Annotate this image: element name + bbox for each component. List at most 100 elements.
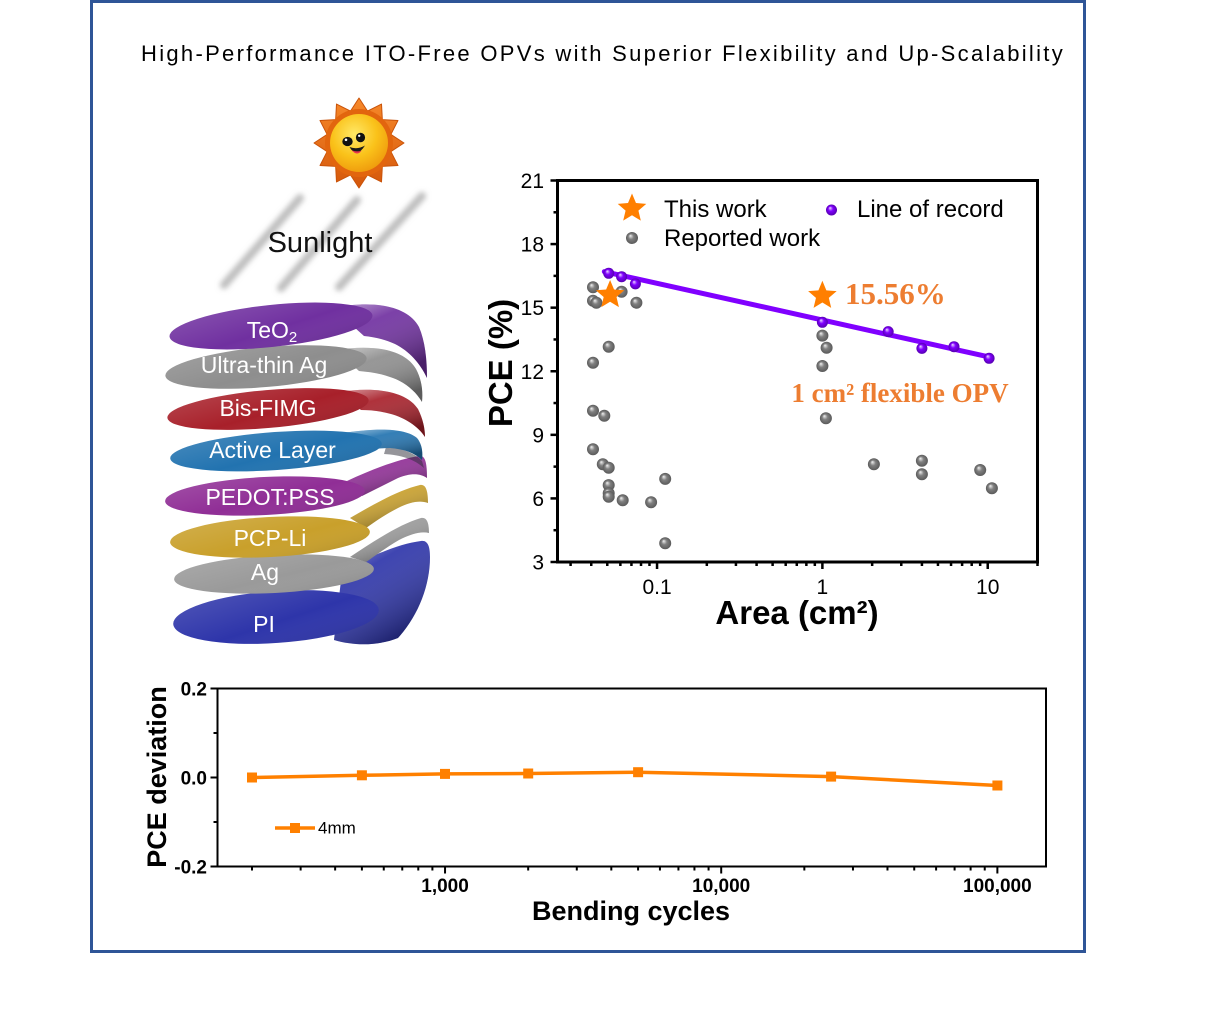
reported-work-point xyxy=(602,479,615,492)
sun-eye-glint xyxy=(358,134,361,137)
legend-record-dot-icon xyxy=(826,204,837,216)
layer-teo2: TeO2 xyxy=(169,302,427,378)
y-tick-label: 12 xyxy=(521,361,544,384)
reported-work-point xyxy=(915,454,928,467)
reported-work-point xyxy=(630,296,643,309)
reported-work-point xyxy=(915,468,928,481)
device-structure-illustration: Sunlight PI Ag xyxy=(165,97,430,645)
figure-title: High-Performance ITO-Free OPVs with Supe… xyxy=(141,41,1066,66)
legend-markers xyxy=(617,193,837,244)
data-marks xyxy=(247,767,1003,791)
layer-bis-fimg: Bis-FIMG xyxy=(167,388,425,437)
layer-label: Ultra-thin Ag xyxy=(201,352,328,378)
y-tick-label: 18 xyxy=(521,234,544,257)
x-tick-label: 10 xyxy=(976,576,999,599)
layer-face-shading xyxy=(174,554,374,594)
line-of-record-point xyxy=(882,326,894,338)
y-tick-label: 0.2 xyxy=(181,680,207,701)
layer-label: PI xyxy=(253,611,275,637)
reported-work-point xyxy=(974,464,987,476)
layer-face-shading xyxy=(173,590,379,644)
y-axis-title: PCE (%) xyxy=(482,299,519,427)
line-of-record-point xyxy=(916,342,928,354)
figure-frame xyxy=(90,0,1086,953)
plot-area-frame xyxy=(216,687,1047,868)
layer-label: Ag xyxy=(251,559,279,585)
legend-label-line-of-record: Line of record xyxy=(857,196,1004,223)
annotation-device-area: 1 cm² flexible OPV xyxy=(791,378,1009,408)
legend-markers xyxy=(275,823,315,833)
x-tick-label: 100,000 xyxy=(963,876,1032,897)
layer-pi: PI xyxy=(173,540,430,645)
line-of-record-point xyxy=(948,341,960,353)
reported-work-point xyxy=(587,443,599,456)
x-tick-label: 1,000 xyxy=(421,876,469,897)
reported-work-point xyxy=(867,458,880,471)
reported-work-point xyxy=(587,281,599,294)
this-work-star xyxy=(808,280,837,308)
layer-ultra-thin-ag: Ultra-thin Ag xyxy=(165,345,423,402)
layer-label-main: TeO xyxy=(247,317,289,343)
line-of-record-point xyxy=(629,278,641,290)
series-point-4mm xyxy=(992,780,1003,791)
series-point-4mm xyxy=(633,767,644,778)
reported-work-point xyxy=(616,494,629,507)
reported-work-point xyxy=(820,341,833,354)
reported-work-point xyxy=(587,404,599,417)
x-axis-title: Bending cycles xyxy=(532,896,730,926)
reported-work-point xyxy=(816,360,829,372)
layer-label-subscript: 2 xyxy=(289,329,297,346)
x-tick-label: 1 xyxy=(817,576,829,599)
legend-square-icon xyxy=(290,823,300,833)
line-of-record-point xyxy=(983,352,995,364)
line-of-record-point xyxy=(603,267,615,279)
layer-active: Active Layer xyxy=(170,429,424,472)
sunlight-label: Sunlight xyxy=(268,227,373,259)
reported-work-point xyxy=(602,461,615,474)
y-tick-label: 3 xyxy=(532,552,544,575)
series-point-4mm xyxy=(826,771,837,782)
sun-tongue xyxy=(351,150,362,154)
sun-face xyxy=(330,114,388,172)
layer-label: PEDOT:PSS xyxy=(205,484,334,510)
legend-label-reported-work: Reported work xyxy=(664,225,821,252)
sunlight-ray xyxy=(277,196,361,292)
layer-face-shading xyxy=(170,516,370,558)
reported-work-point xyxy=(645,496,658,509)
legend: 4mm xyxy=(275,819,356,838)
reported-work-point xyxy=(587,356,599,369)
line-of-record-point xyxy=(816,316,828,328)
reported-work-point xyxy=(590,296,603,309)
this-work-star xyxy=(595,279,625,308)
reported-work-point xyxy=(602,340,615,353)
sunlight-ray xyxy=(220,194,304,289)
layer-label: Active Layer xyxy=(209,437,336,463)
reported-work-point xyxy=(985,482,998,495)
legend-star-icon xyxy=(617,193,647,221)
layer-label: Bis-FIMG xyxy=(219,395,316,421)
legend: This work Line of record Reported work xyxy=(617,193,1004,252)
layer-label: TeO2 xyxy=(247,317,298,346)
series-point-4mm xyxy=(440,768,450,779)
reported-work-point xyxy=(659,472,672,485)
series-point-4mm xyxy=(523,768,534,779)
sun-eye-glint xyxy=(344,138,348,142)
y-tick-label: 15 xyxy=(521,297,544,320)
layer-face-shading xyxy=(167,388,369,430)
y-tick-label: 9 xyxy=(532,424,544,447)
reported-work-point xyxy=(602,490,615,503)
line-of-record-fit xyxy=(601,269,994,360)
layer-bend-shadow xyxy=(384,447,424,468)
legend-reported-dot-icon xyxy=(626,232,638,244)
sunlight-rays xyxy=(220,192,426,292)
y-tick-label: 0.0 xyxy=(181,769,207,790)
x-axis-title: Area (cm²) xyxy=(715,594,878,631)
layer-ag: Ag xyxy=(174,517,429,594)
sunlight-ray xyxy=(335,192,426,291)
y-tick-label: 21 xyxy=(521,170,544,193)
axis-ticks xyxy=(550,179,1039,569)
